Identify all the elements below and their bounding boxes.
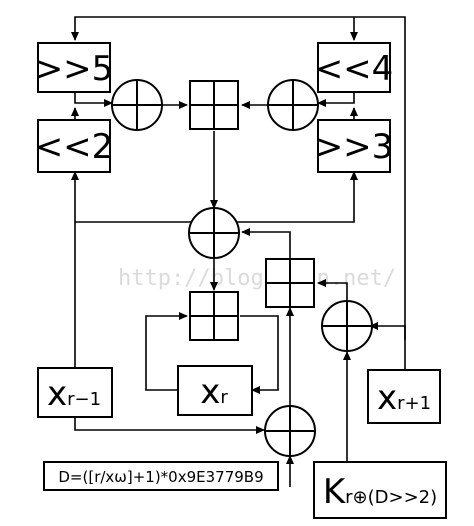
watermark-text: http://blog.csdn.net/ — [118, 266, 396, 291]
xor-key-to-add-right — [317, 279, 348, 300]
add-right-to-xor-center — [241, 228, 291, 258]
shr5-box: >>5 — [35, 42, 114, 93]
x-next-label: xr+1 — [377, 378, 431, 418]
add-mid-to-xr — [240, 315, 279, 394]
xor-center-icon — [188, 207, 240, 259]
xor-bottom-icon — [264, 405, 316, 457]
shl4-to-xor-right — [317, 92, 355, 107]
x-next-box: xr+1 — [367, 369, 441, 424]
key-box: Kr⊕(D>>2) — [313, 461, 447, 519]
shr5-to-xor-left — [74, 92, 113, 107]
shl4-label: <<4 — [315, 49, 394, 89]
xor-top-right-icon — [267, 79, 319, 131]
x-prev-box: xr−1 — [37, 367, 113, 418]
add-right-icon — [265, 258, 315, 308]
x-curr-label: xr — [200, 372, 228, 412]
shr3-label: >>3 — [315, 127, 394, 167]
shr3-box: >>3 — [315, 119, 394, 173]
x-curr-box: xr — [177, 365, 253, 416]
xprev-to-xor-bottom — [74, 417, 265, 434]
xor-top-left-icon — [111, 79, 163, 131]
xprev-to-shr3 — [75, 171, 358, 223]
add-top-icon — [189, 80, 239, 130]
x-prev-label: xr−1 — [47, 374, 101, 414]
xnext-to-xor-key — [369, 322, 406, 340]
xor-key-icon — [321, 300, 373, 352]
shl2-box: <<2 — [35, 119, 114, 173]
key-label: Kr⊕(D>>2) — [323, 472, 437, 512]
shl2-label: <<2 — [35, 127, 114, 167]
shl4-box: <<4 — [315, 42, 394, 93]
add-middle-icon — [189, 291, 239, 341]
constant-box: D=([r/xω]+1)*0x9E3779B9 — [43, 461, 279, 491]
top-bus-to-shr5 — [71, 16, 406, 340]
constant-label: D=([r/xω]+1)*0x9E3779B9 — [58, 468, 263, 486]
shr5-label: >>5 — [35, 49, 114, 89]
xr-to-add-mid — [145, 312, 188, 391]
